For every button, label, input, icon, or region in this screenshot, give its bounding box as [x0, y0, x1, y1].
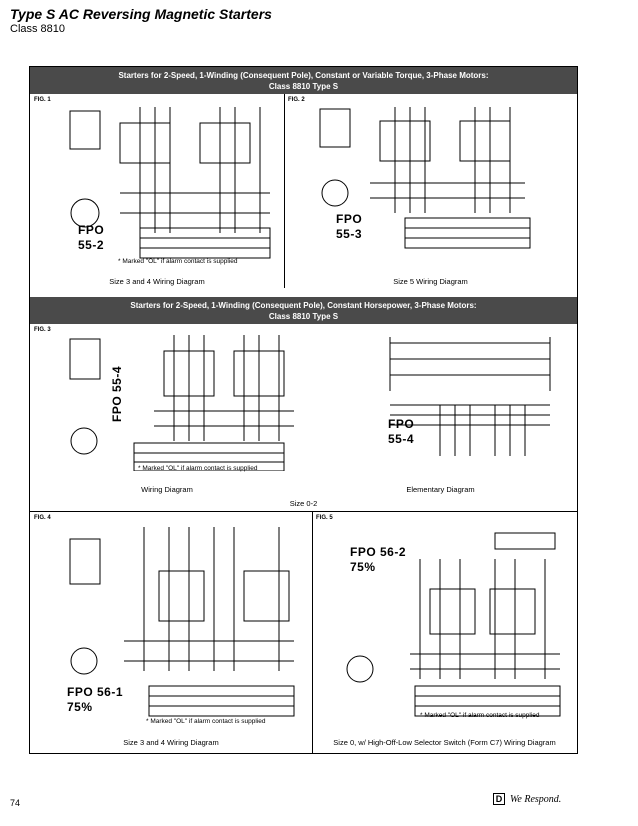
- fig3-fpo-left: FPO 55-4: [110, 365, 124, 422]
- fig1-fpo-placeholder: FPO 55-2: [78, 223, 104, 253]
- fig5-fpo-text: FPO 56-2: [350, 545, 407, 559]
- fig4-wiring-diagram: [69, 527, 295, 717]
- brand-tagline: We Respond.: [510, 794, 562, 805]
- fig2-fpo-placeholder: FPO 55-3: [336, 212, 362, 242]
- fig2-label: FIG. 2: [288, 97, 305, 103]
- fig1-label: FIG. 1: [34, 97, 51, 103]
- fig-divider: [284, 94, 285, 288]
- fig3-caption-left: Wiring Diagram: [141, 485, 193, 494]
- fig5-fpo-placeholder: FPO 56-2 75%: [350, 545, 406, 575]
- fig5-label: FIG. 5: [316, 515, 333, 521]
- section2-heading: Starters for 2-Speed, 1-Winding (Consequ…: [30, 297, 577, 324]
- fig3-wiring-diagram: [69, 335, 294, 471]
- section2-heading-line2: Class 8810 Type S: [268, 312, 339, 321]
- fig4-fpo-text: FPO 56-1: [67, 685, 124, 699]
- fig2-fpo-text: FPO: [336, 212, 363, 226]
- section1-heading-line2: Class 8810 Type S: [268, 82, 339, 91]
- section2-heading-line1: Starters for 2-Speed, 1-Winding (Consequ…: [130, 301, 477, 310]
- fig2-wiring-diagram: [319, 107, 531, 249]
- fig1-fpo-code: 55-2: [78, 238, 105, 252]
- fig3-fpo-right-text: FPO: [388, 417, 415, 431]
- fig3-label: FIG. 3: [34, 327, 51, 333]
- fig3-elementary-diagram: [389, 337, 551, 456]
- fig2-caption: Size 5 Wiring Diagram: [393, 277, 468, 286]
- fig4-note: * Marked "OL" if alarm contact is suppli…: [146, 718, 266, 725]
- fig3-caption-right: Elementary Diagram: [406, 485, 475, 494]
- section1-heading-line1: Starters for 2-Speed, 1-Winding (Consequ…: [118, 71, 489, 80]
- fig3-note: * Marked "OL" if alarm contact is suppli…: [138, 465, 258, 472]
- fig5-fpo-pct: 75%: [350, 560, 376, 574]
- row-divider: [30, 511, 577, 512]
- fig5-note: * Marked "OL" if alarm contact is suppli…: [420, 712, 540, 719]
- fig1-fpo-text: FPO: [78, 223, 105, 237]
- diagram-frame: Starters for 2-Speed, 1-Winding (Consequ…: [29, 66, 578, 754]
- fig4-fpo-placeholder: FPO 56-1 75%: [67, 685, 123, 715]
- fig3-caption-center: Size 0-2: [289, 499, 318, 508]
- section1-heading: Starters for 2-Speed, 1-Winding (Consequ…: [30, 67, 577, 94]
- fig5-caption: Size 0, w/ High-Off-Low Selector Switch …: [333, 738, 556, 747]
- fig3-fpo-right: FPO 55-4: [388, 417, 414, 447]
- fig1-note: * Marked "OL" if alarm contact is suppli…: [118, 258, 238, 265]
- page-subtitle: Class 8810: [10, 23, 66, 35]
- fig1-caption: Size 3 and 4 Wiring Diagram: [109, 277, 205, 286]
- fig1-wiring-diagram: [69, 107, 271, 259]
- fig5-wiring-diagram: [346, 532, 561, 717]
- fig4-label: FIG. 4: [34, 515, 51, 521]
- page-title: Type S AC Reversing Magnetic Starters: [10, 6, 272, 22]
- fig4-caption: Size 3 and 4 Wiring Diagram: [123, 738, 219, 747]
- fig-divider-bottom: [312, 511, 313, 753]
- page-number: 74: [10, 798, 21, 808]
- brand-logo-icon: D: [493, 793, 505, 805]
- fig2-fpo-code: 55-3: [336, 227, 363, 241]
- fig3-fpo-right-code: 55-4: [388, 432, 415, 446]
- fig4-fpo-pct: 75%: [67, 700, 93, 714]
